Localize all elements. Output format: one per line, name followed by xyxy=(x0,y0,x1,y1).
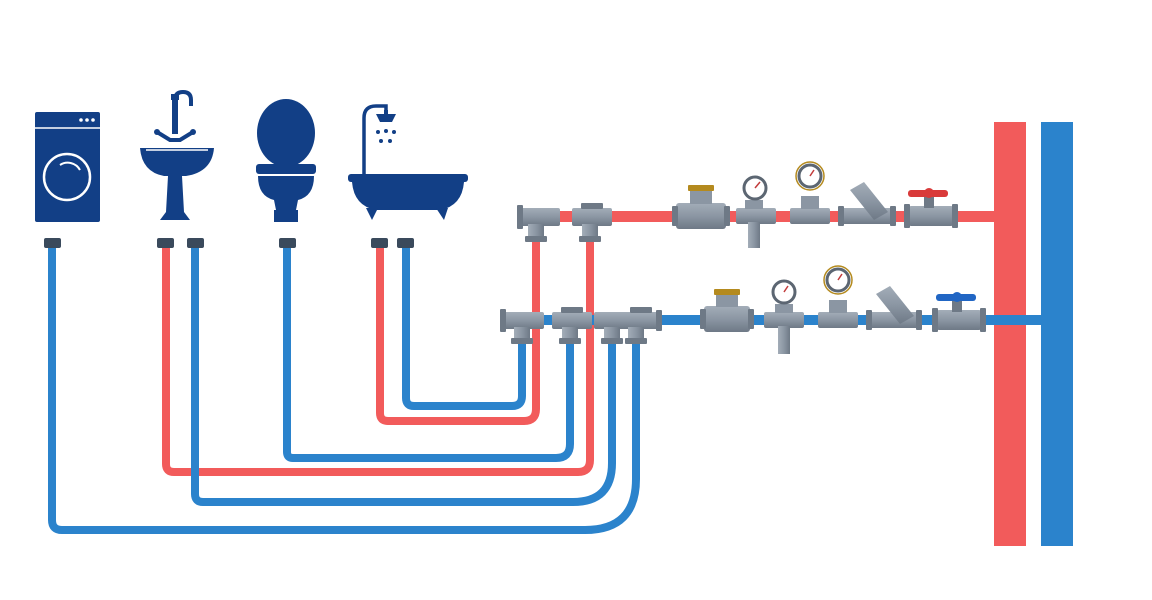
hot-strainer-filter xyxy=(838,182,896,226)
bathtub-shower-icon xyxy=(348,104,468,220)
cap-bath-cold xyxy=(397,238,414,248)
cold-pressure-gauge-1 xyxy=(764,279,804,354)
cold-shutoff-valve xyxy=(932,292,986,332)
pipe-caps xyxy=(44,238,414,248)
toilet-icon xyxy=(256,99,316,222)
hot-riser xyxy=(994,122,1026,546)
hot-pressure-gauge-2 xyxy=(790,161,830,224)
cold-pressure-gauge-2 xyxy=(818,265,858,328)
hot-manifold xyxy=(517,161,998,248)
cold-tee-2 xyxy=(552,307,592,344)
risers xyxy=(994,122,1073,546)
pipe-washer-cold xyxy=(48,245,640,534)
pipe-bath-hot xyxy=(376,233,540,425)
washing-machine-icon xyxy=(35,112,100,222)
sink-faucet-icon xyxy=(140,89,214,220)
hot-tee-2 xyxy=(572,203,612,242)
cap-sink-hot xyxy=(157,238,174,248)
cold-riser xyxy=(1041,122,1073,546)
cold-tee-1 xyxy=(500,309,544,344)
cap-bath-hot xyxy=(371,238,388,248)
hot-tee-1 xyxy=(517,205,560,242)
pipe-sink-hot xyxy=(162,233,594,476)
cold-tee-4 xyxy=(624,307,662,344)
hot-pressure-gauge-1 xyxy=(736,175,776,248)
cap-washer xyxy=(44,238,61,248)
cap-sink-cold xyxy=(187,238,204,248)
cap-toilet xyxy=(279,238,296,248)
pipe-toilet-cold xyxy=(283,245,574,462)
cold-manifold xyxy=(500,265,1043,354)
supply-pipes xyxy=(48,233,640,534)
hot-water-meter xyxy=(672,185,730,229)
pipe-sink-cold xyxy=(191,245,616,506)
cold-water-meter xyxy=(700,289,754,332)
pipe-bath-cold xyxy=(402,245,526,410)
cold-strainer-filter xyxy=(866,286,922,330)
hot-shutoff-valve xyxy=(904,188,958,228)
cold-tee-3 xyxy=(594,312,630,344)
